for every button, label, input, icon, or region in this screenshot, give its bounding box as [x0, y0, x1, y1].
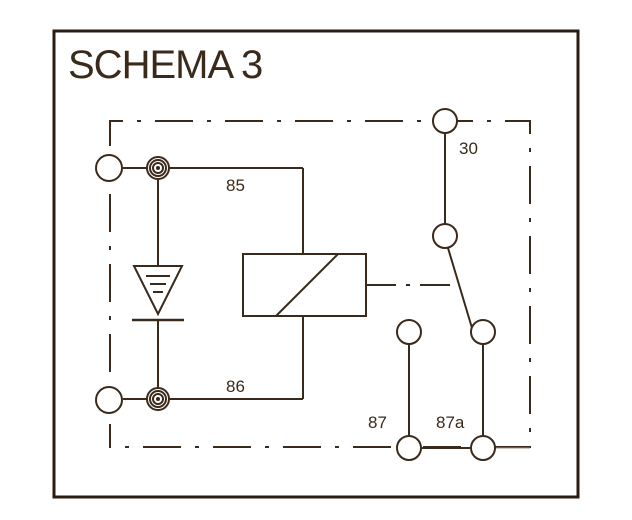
coil-circuit: [123, 167, 304, 400]
relay-housing-outline: [109, 120, 531, 448]
terminal-86-left: [95, 386, 123, 414]
junction-dot-85: [146, 156, 170, 180]
relay-coil: [242, 253, 367, 317]
terminal-87: [396, 435, 422, 461]
label-85: 85: [226, 176, 245, 195]
terminal-30: [432, 108, 458, 134]
switch-pivot: [432, 223, 458, 249]
label-86: 86: [226, 377, 245, 396]
contact-87: [396, 319, 422, 345]
label-87: 87: [368, 413, 387, 432]
terminal-87a: [470, 435, 496, 461]
diagram-title: SCHEMA 3: [68, 43, 262, 87]
contact-87a: [470, 319, 496, 345]
switch-circuit: [408, 133, 530, 449]
junction-dot-86: [146, 387, 170, 411]
diode-symbol: [132, 265, 184, 322]
label-30: 30: [459, 139, 478, 158]
terminal-85-left: [95, 154, 123, 182]
diagram-border: [52, 29, 580, 499]
label-87a: 87a: [436, 413, 465, 432]
